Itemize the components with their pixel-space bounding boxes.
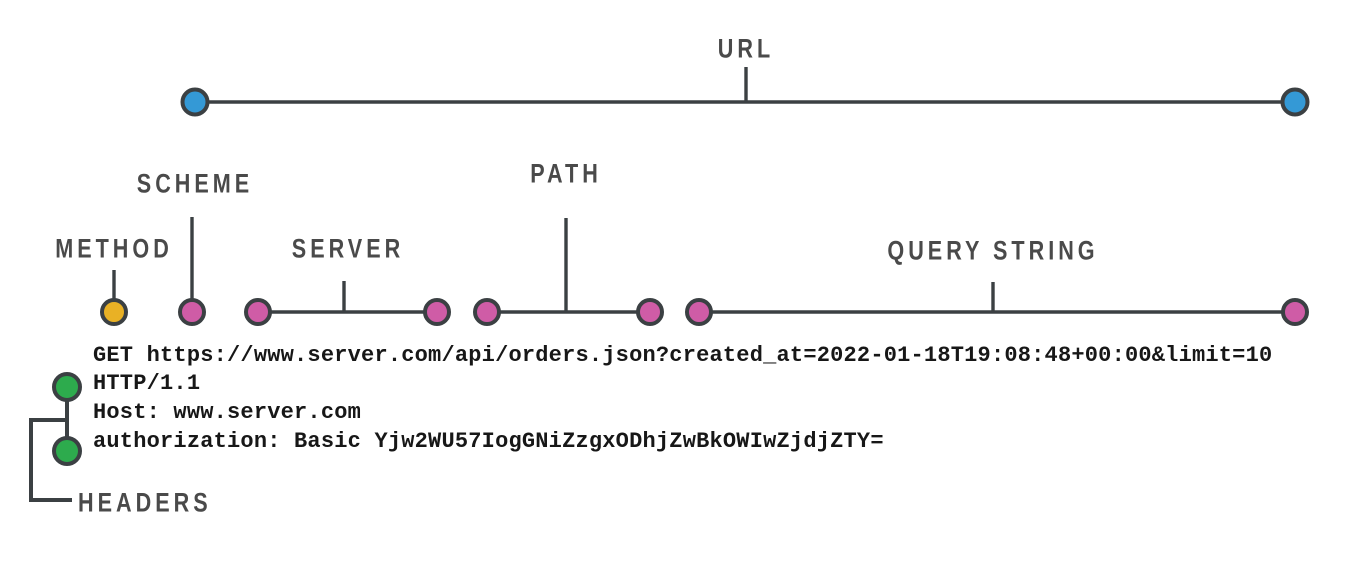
server-end-dot [423,298,451,326]
host-header-line: Host: www.server.com [93,400,362,425]
query-string-label: QUERY STRING [887,235,1099,266]
url-endpoint-dot-right [1280,87,1310,117]
method-dot [100,298,128,326]
url-endpoint-dot-left [180,87,210,117]
header-dot-http-version [52,372,82,402]
method-label: METHOD [55,233,173,264]
authorization-header-line: authorization: Basic Yjw2WU57IogGNiZzgxO… [93,429,884,454]
request-line: GET https://www.server.com/api/orders.js… [93,343,1273,368]
query-string-start-dot [685,298,713,326]
path-label: PATH [530,158,602,189]
path-end-dot [636,298,664,326]
path-start-dot [473,298,501,326]
headers-bracket [29,418,72,502]
scheme-label: SCHEME [136,168,254,199]
server-label: SERVER [291,233,405,264]
server-start-dot [244,298,272,326]
url-label: URL [717,33,775,64]
query-string-end-dot [1281,298,1309,326]
http-version-line: HTTP/1.1 [93,371,201,396]
header-dot-authorization [52,436,82,466]
headers-label: HEADERS [78,487,212,518]
scheme-dot [178,298,206,326]
